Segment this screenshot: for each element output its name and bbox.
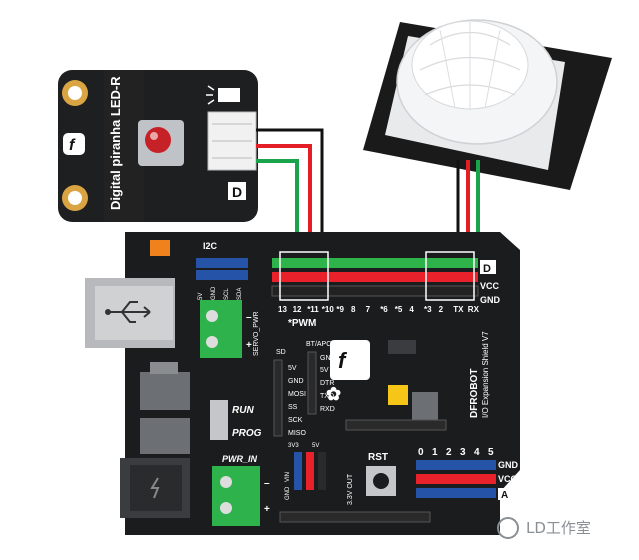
svg-text:SS: SS — [288, 404, 298, 411]
svg-text:SCK: SCK — [288, 417, 303, 424]
digital-pin-label: *5 — [395, 305, 403, 314]
svg-text:SDA: SDA — [237, 288, 243, 300]
svg-text:5V: 5V — [312, 443, 319, 449]
svg-text:GND: GND — [498, 460, 519, 470]
svg-text:TXD: TXD — [320, 393, 334, 400]
led-module: Digital piranha LED-R f D — [58, 70, 258, 222]
svg-text:MISO: MISO — [288, 430, 306, 437]
digital-pin-label: 4 — [409, 305, 414, 314]
digital-pin-label: TX — [453, 305, 464, 314]
svg-text:VCC: VCC — [480, 281, 500, 291]
svg-text:3V3: 3V3 — [288, 443, 299, 449]
svg-text:PWR_IN: PWR_IN — [222, 454, 258, 464]
digital-pin-label: *6 — [380, 305, 388, 314]
red-led — [145, 127, 171, 153]
sd-header: 5V GND MOSI SS SCK MISO — [273, 359, 306, 437]
gear-icon: ✿ — [326, 384, 341, 404]
digital-pin-label: *3 — [424, 305, 432, 314]
led-module-title: Digital piranha LED-R — [108, 76, 123, 210]
svg-text:VCC: VCC — [498, 474, 518, 484]
led-icon — [206, 85, 240, 105]
svg-text:–: – — [246, 312, 252, 323]
svg-text:5V: 5V — [288, 365, 297, 372]
svg-text:–: – — [264, 478, 270, 489]
svg-text:VIN: VIN — [285, 472, 291, 482]
pwr-in-terminal: – + — [212, 466, 270, 526]
svg-text:5V: 5V — [320, 367, 329, 374]
analog-pin-label: 4 — [474, 447, 480, 458]
digital-pin-label: 7 — [366, 305, 371, 314]
svg-text:f: f — [69, 137, 76, 154]
svg-text:A: A — [501, 490, 508, 501]
digital-pin-label: *9 — [336, 305, 344, 314]
svg-text:D: D — [232, 184, 242, 200]
svg-text:3.3V OUT: 3.3V OUT — [347, 473, 354, 505]
svg-text:5V: 5V — [198, 293, 204, 300]
svg-text:GND: GND — [211, 286, 217, 300]
dfrobot-board-logo-icon — [330, 340, 370, 380]
svg-text:+: + — [246, 340, 252, 351]
port-badge — [228, 182, 246, 200]
io-expansion-shield: RUN PROG I2C 5V GND SCL SDA – + SERVO_PW… — [85, 232, 520, 535]
svg-text:f: f — [338, 348, 348, 373]
i2c-header: 5V GND SCL SDA — [196, 258, 248, 300]
digital-pin-label: 13 — [278, 305, 287, 314]
svg-text:I2C: I2C — [203, 241, 218, 251]
svg-text:MOSI: MOSI — [288, 391, 306, 398]
svg-text:SERVO_PWR: SERVO_PWR — [253, 311, 260, 356]
analog-pin-label: 0 — [418, 447, 424, 458]
usb-icon — [105, 301, 151, 323]
shield-subtitle: I/O Expansion Shield V7 — [481, 331, 490, 418]
servo-power-terminal: – + SERVO_PWR — [200, 300, 260, 358]
brand-label: DFROBOT — [469, 369, 480, 418]
digital-header: 13 12 *11*10*9 8 7 *6 *5 4 *3 2 TX RX — [271, 258, 480, 314]
power-icon — [150, 477, 160, 499]
svg-text:RST: RST — [368, 452, 388, 463]
pir-motion-sensor — [363, 19, 612, 190]
svg-text:RXD: RXD — [320, 406, 335, 413]
digital-pin-label: 8 — [351, 305, 356, 314]
svg-text:BT/APC: BT/APC — [306, 341, 331, 348]
digital-pin-label: *10 — [322, 305, 335, 314]
svg-text:DTR: DTR — [320, 380, 334, 387]
svg-text:SCL: SCL — [224, 288, 230, 300]
svg-text:GND: GND — [285, 486, 291, 500]
svg-text:GND: GND — [320, 355, 336, 362]
analog-pin-label: 3 — [460, 447, 466, 458]
run-prog-switch[interactable] — [210, 400, 228, 440]
bt-header: GND 5V DTR TXD RXD — [307, 351, 336, 415]
svg-text:GND: GND — [288, 378, 304, 385]
svg-text:+: + — [264, 504, 270, 515]
power-select-jumper[interactable] — [294, 452, 326, 490]
digital-pin-label: *11 — [307, 305, 319, 314]
analog-pin-label: 1 — [432, 447, 438, 458]
analog-pin-label: 2 — [446, 447, 452, 458]
svg-text:PROG: PROG — [232, 428, 262, 439]
svg-text:LD工作室: LD工作室 — [526, 519, 591, 537]
svg-text:RUN: RUN — [232, 405, 254, 416]
analog-pin-label: 5 — [488, 447, 494, 458]
svg-text:*PWM: *PWM — [288, 318, 316, 329]
digital-pin-label: 2 — [439, 305, 444, 314]
svg-text:D: D — [483, 263, 491, 275]
dfrobot-logo-icon — [63, 133, 85, 155]
digital-pin-label: RX — [468, 305, 480, 314]
digital-pin-label: 12 — [293, 305, 302, 314]
svg-text:SD: SD — [276, 349, 286, 356]
watermark: LD工作室 — [497, 517, 591, 539]
svg-text:GND: GND — [480, 295, 501, 305]
